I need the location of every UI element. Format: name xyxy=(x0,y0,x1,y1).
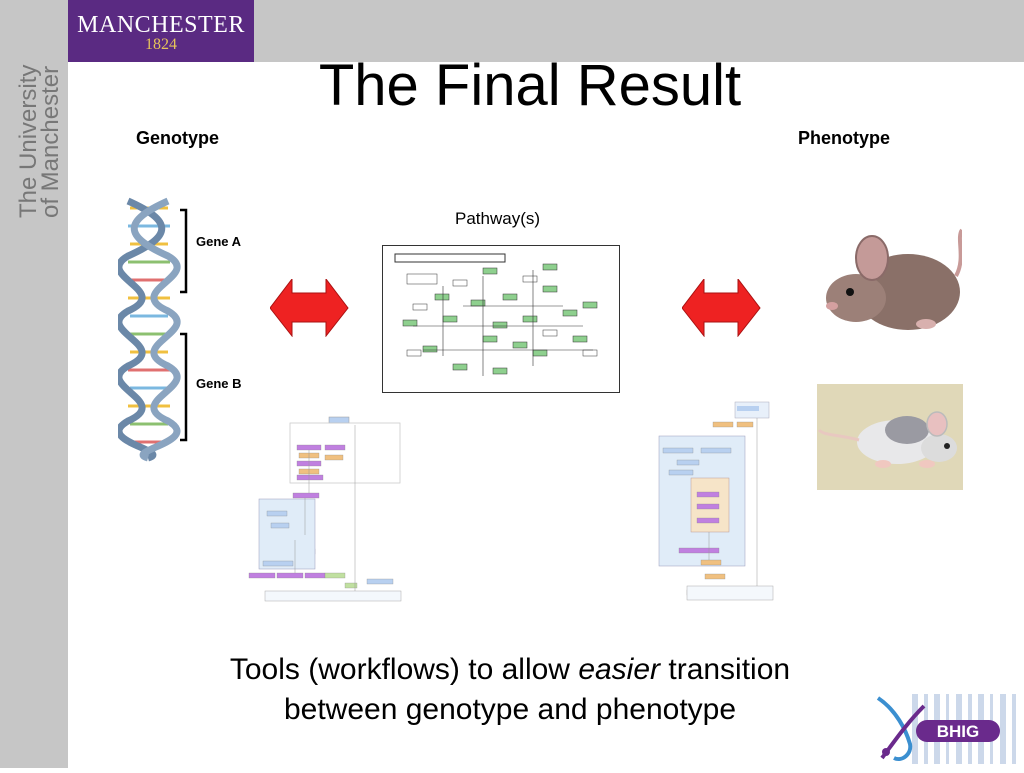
left-sidebar xyxy=(0,0,68,768)
phenotype-label: Phenotype xyxy=(798,128,891,148)
dna-helix-image xyxy=(118,197,188,462)
logo-name: MANCHESTER xyxy=(77,12,245,38)
bhig-logo-text: BHIG xyxy=(937,722,980,741)
university-logo: MANCHESTER 1824 xyxy=(68,0,254,62)
gene-b-label: Gene B xyxy=(196,376,242,391)
slide-title: The Final Result xyxy=(318,53,742,118)
workflow-diagram-right xyxy=(658,401,774,601)
genotype-label: Genotype xyxy=(136,128,220,148)
pathway-diagram xyxy=(382,245,620,393)
mouse-image-top xyxy=(816,228,962,334)
gene-a-label: Gene A xyxy=(196,234,242,249)
bhig-logo: BHIG xyxy=(872,690,1024,768)
logo-year: 1824 xyxy=(145,36,177,53)
workflow-diagram-left xyxy=(248,416,402,602)
pathway-label: Pathway(s) xyxy=(455,209,541,228)
mouse-image-bottom xyxy=(817,384,963,490)
slide-caption: Tools (workflows) to allow easier transi… xyxy=(229,653,791,726)
double-arrow-right-icon xyxy=(682,279,761,337)
double-arrow-left-icon xyxy=(270,279,349,337)
